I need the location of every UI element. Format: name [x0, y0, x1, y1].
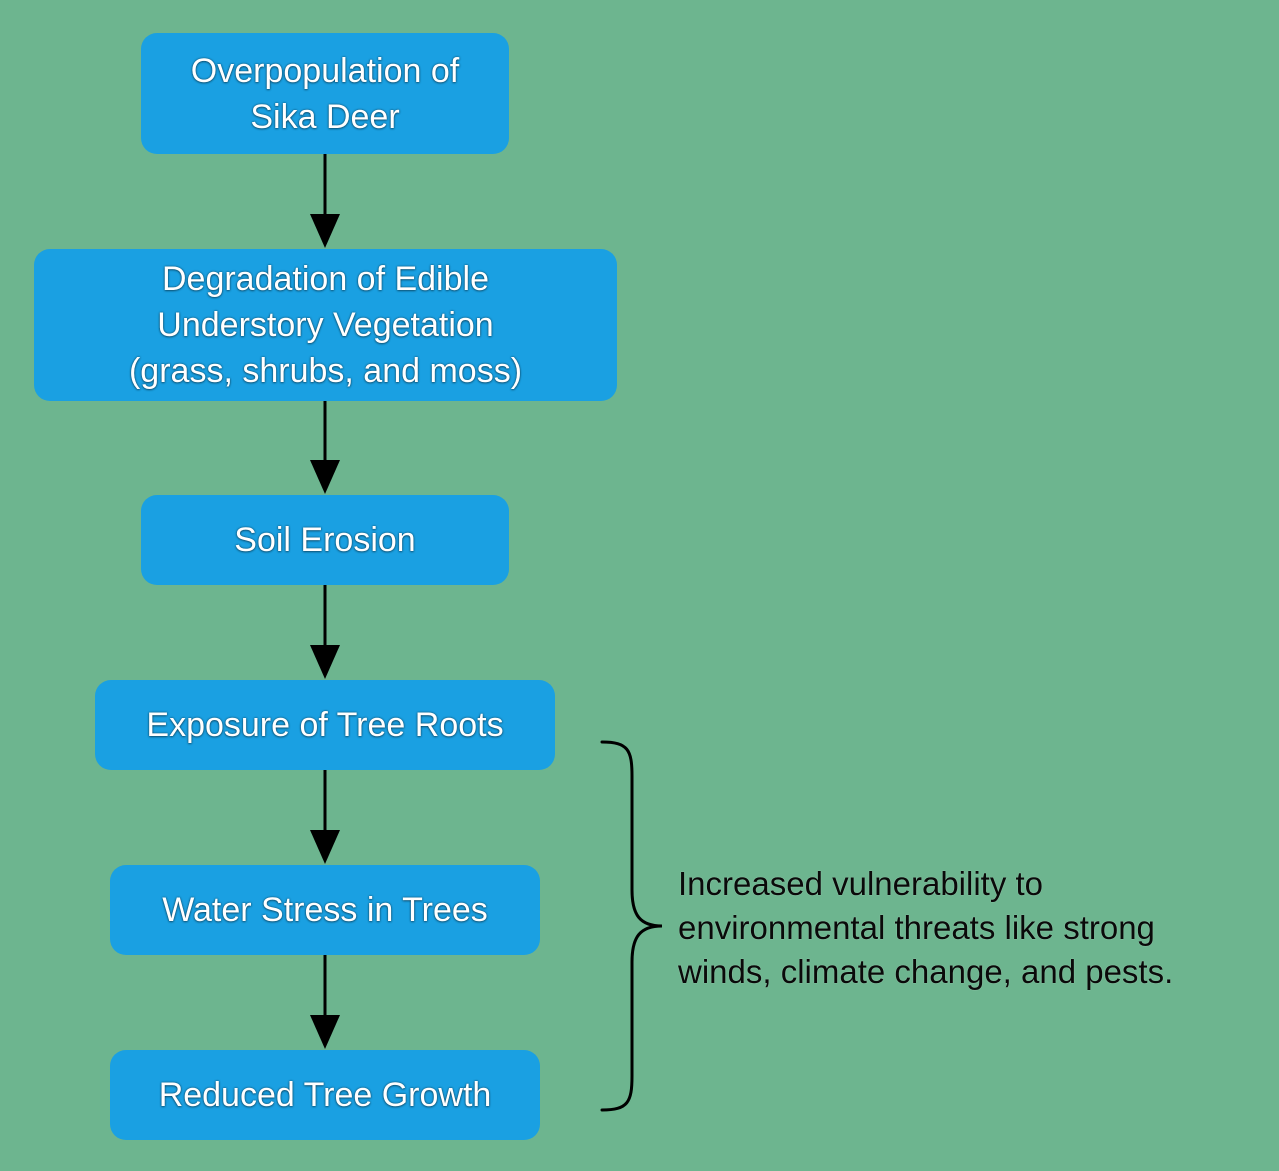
node-label: Water Stress in Trees	[162, 891, 488, 929]
arrow-n4-n5	[310, 770, 340, 864]
arrow-n1-n2	[310, 154, 340, 248]
arrow-n2-n3	[310, 401, 340, 494]
arrow-n5-n6	[310, 955, 340, 1049]
node-overpopulation: Overpopulation of Sika Deer	[141, 33, 509, 154]
node-label: Overpopulation of Sika Deer	[190, 51, 460, 136]
node-label: Soil Erosion	[234, 521, 416, 559]
vulnerability-note: Increased vulnerability to environmental…	[678, 865, 1174, 990]
node-label: Reduced Tree Growth	[158, 1076, 492, 1114]
node-label: Degradation of Edible Understory Vegetat…	[128, 260, 523, 390]
curly-brace	[600, 740, 663, 1112]
node-water-stress: Water Stress in Trees	[110, 865, 540, 955]
node-label: Exposure of Tree Roots	[146, 706, 504, 744]
node-reduced-growth: Reduced Tree Growth	[110, 1050, 540, 1140]
node-root-exposure: Exposure of Tree Roots	[95, 680, 555, 770]
node-vegetation-degradation: Degradation of Edible Understory Vegetat…	[34, 249, 617, 401]
node-soil-erosion: Soil Erosion	[141, 495, 509, 585]
arrow-n3-n4	[310, 585, 340, 679]
